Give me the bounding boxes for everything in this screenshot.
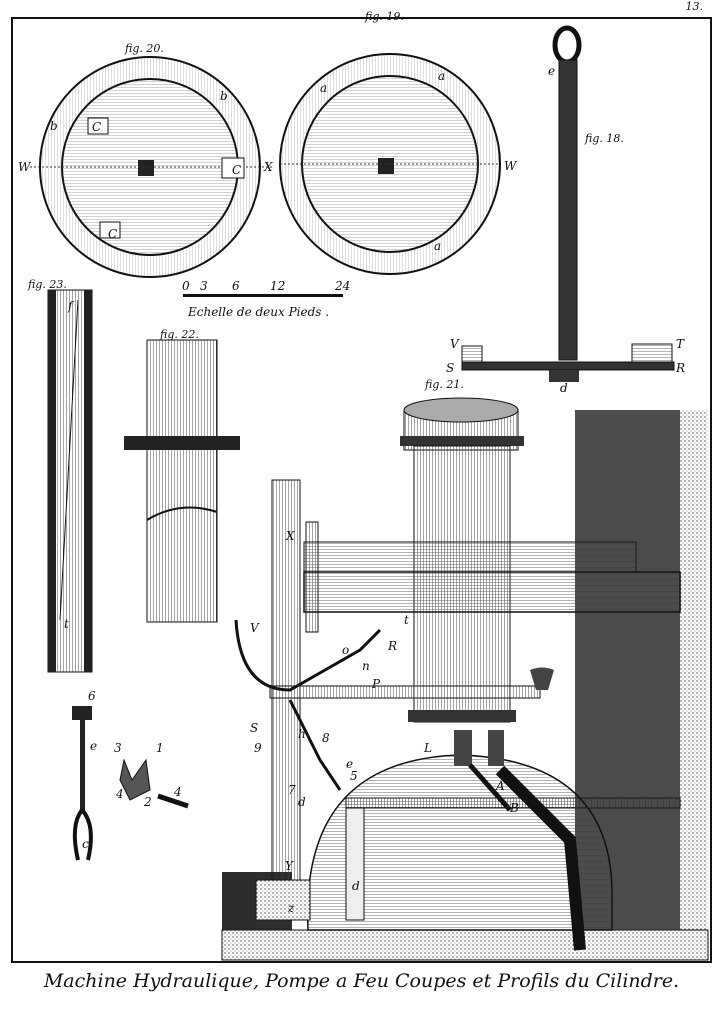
label-a: a [434,239,441,253]
label-1: 1 [156,741,164,755]
label-A: A [495,779,505,793]
fig18-caption: fig. 18. [584,132,624,145]
label-2: 2 [143,795,152,809]
figure-20: fig. 20. C b b C C W X [18,42,273,278]
label-e: e [90,739,97,753]
label-h: h [298,727,306,741]
figure-18: fig. 18. e V S T R d [446,25,685,395]
plate-title: Machine Hydraulique, Pompe a Feu Coupes … [43,970,680,992]
label-4: 4 [115,787,124,801]
label-z: z [287,901,295,915]
scale-tick: 6 [232,279,240,293]
plate-border [11,17,712,963]
fig20-caption: fig. 20. [124,42,164,55]
label-S: S [250,721,258,735]
label-B: B [509,801,519,815]
label-Y: Y [285,859,294,873]
page-number: 13. [685,0,704,13]
fig23-caption: fig. 23. [27,278,67,291]
fig19-caption: fig. 19. [364,10,404,23]
label-d: d [298,795,306,809]
figure-22: fig. 22. [124,328,240,623]
label-7: 7 [288,783,296,797]
figure-23: fig. 23. f t [27,278,93,673]
label-e: e [548,64,555,78]
label-P: P [371,677,381,691]
fig21-caption: fig. 21. [424,378,464,391]
label-V: V [250,621,260,635]
scale-bar: 0 3 6 12 24 Echelle de deux Pieds . [182,279,350,319]
figure-21: fig. 21. X V S Y z d d L A B R P n o h 8… [221,378,709,961]
label-L: L [423,741,432,755]
label-T: T [676,337,685,351]
label-5: 5 [350,769,358,783]
label-4: 4 [173,785,182,799]
label-d: d [352,879,360,893]
label-e: e [346,757,353,771]
label-a: a [320,81,327,95]
label-9: 9 [254,741,262,755]
scale-tick: 12 [270,279,285,293]
label-a: a [438,69,445,83]
label-X: X [263,160,273,174]
tools-detail: 6 e c 3 1 4 2 4 [72,689,189,861]
label-R: R [387,639,397,653]
label-t: t [404,613,409,627]
label-b: b [50,119,58,133]
label-3: 3 [114,741,122,755]
label-V: V [450,337,460,351]
scale-tick: 24 [334,279,350,293]
figure-19: fig. 19. a a a W [279,10,518,275]
label-8: 8 [322,731,330,745]
label-C: C [108,227,117,241]
label-X: X [285,529,295,543]
scale-tick: 0 [182,279,190,293]
label-W: W [18,160,32,174]
label-b: b [220,89,228,103]
label-6: 6 [88,689,96,703]
label-R: R [675,361,685,375]
label-S: S [446,361,454,375]
scale-caption: Echelle de deux Pieds . [187,305,329,319]
center-square [138,160,154,176]
fig22-caption: fig. 22. [159,328,199,341]
scale-tick: 3 [200,279,208,293]
label-o: o [342,643,349,657]
label-n: n [362,659,370,673]
label-f: f [67,299,75,313]
label-c: c [82,837,89,851]
label-C: C [92,120,101,134]
label-W: W [504,159,518,173]
label-C: C [232,163,241,177]
label-d: d [560,381,568,395]
label-t: t [64,617,69,631]
